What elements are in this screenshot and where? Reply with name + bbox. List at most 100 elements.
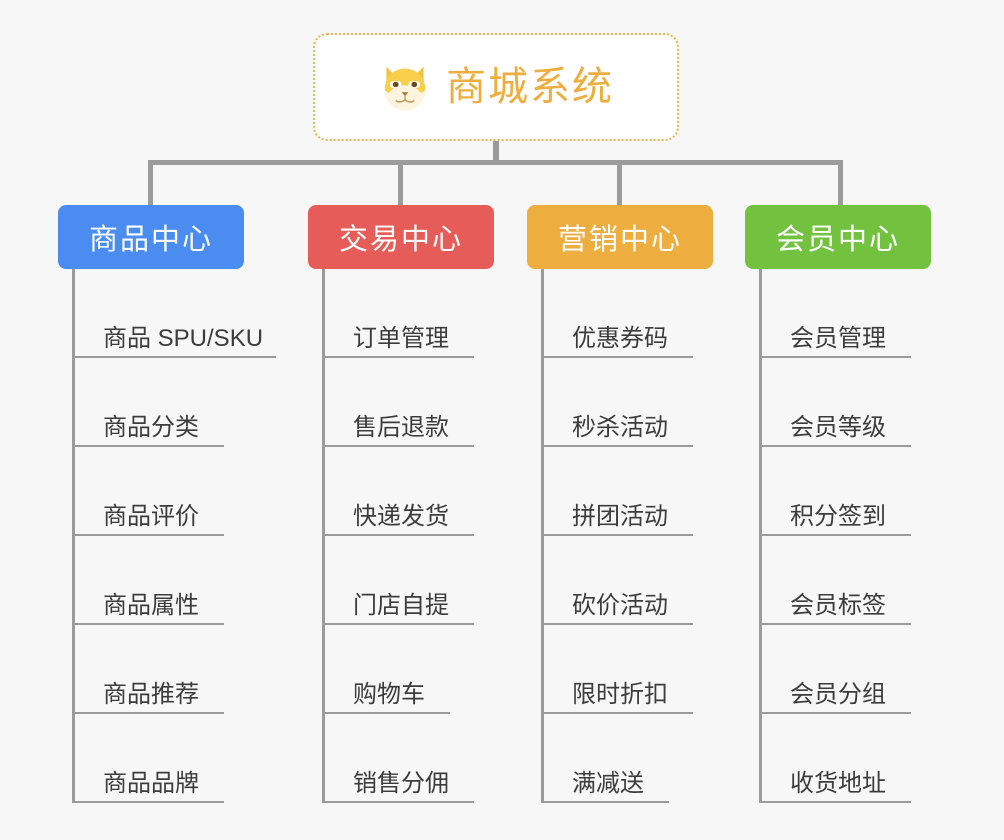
- leaf-underline: [72, 623, 224, 625]
- column-spine: [541, 269, 544, 803]
- leaf-item[interactable]: 售后退款: [308, 358, 494, 447]
- leaf-label: 会员等级: [790, 413, 886, 441]
- leaf-item[interactable]: 商品 SPU/SKU: [58, 269, 276, 358]
- leaf-item[interactable]: 限时折扣: [527, 625, 713, 714]
- root-node-mall-system[interactable]: 商城系统: [313, 33, 679, 141]
- leaf-label: 商品分类: [103, 413, 199, 441]
- leaf-label: 快递发货: [353, 502, 449, 530]
- leaf-underline: [759, 623, 911, 625]
- leaf-label: 订单管理: [353, 324, 449, 352]
- leaf-item[interactable]: 快递发货: [308, 447, 494, 536]
- leaf-underline: [759, 534, 911, 536]
- column-header-trade-center[interactable]: 交易中心: [308, 205, 494, 269]
- leaf-underline: [759, 801, 911, 803]
- connector-drop-marketing-center: [617, 160, 622, 207]
- leaf-label: 优惠券码: [572, 324, 668, 352]
- connector-root-trunk: [493, 141, 499, 165]
- leaf-item[interactable]: 订单管理: [308, 269, 494, 358]
- leaf-label: 会员管理: [790, 324, 886, 352]
- leaf-underline: [72, 356, 276, 358]
- leaf-label: 商品评价: [103, 502, 199, 530]
- column-trade-center: 交易中心 订单管理 售后退款 快递发货 门店自提 购物车: [308, 205, 494, 803]
- leaf-label: 商品属性: [103, 591, 199, 619]
- leaf-item[interactable]: 商品分类: [58, 358, 244, 447]
- column-header-label: 交易中心: [338, 224, 463, 256]
- leaf-item[interactable]: 优惠券码: [527, 269, 713, 358]
- leaf-label: 积分签到: [790, 502, 886, 530]
- leaf-label: 秒杀活动: [572, 413, 668, 441]
- column-items-product-center: 商品 SPU/SKU 商品分类 商品评价 商品属性 商品推荐 商品品牌: [58, 269, 276, 803]
- column-product-center: 商品中心 商品 SPU/SKU 商品分类 商品评价 商品属性 商品推荐: [58, 205, 276, 803]
- leaf-underline: [72, 712, 224, 714]
- leaf-item[interactable]: 门店自提: [308, 536, 494, 625]
- leaf-label: 商品 SPU/SKU: [103, 324, 264, 352]
- leaf-item[interactable]: 商品属性: [58, 536, 244, 625]
- column-spine: [759, 269, 762, 803]
- column-header-label: 营销中心: [557, 224, 682, 256]
- connector-drop-trade-center: [398, 160, 403, 207]
- column-items-marketing-center: 优惠券码 秒杀活动 拼团活动 砍价活动 限时折扣 满减送: [527, 269, 713, 803]
- leaf-underline: [541, 445, 693, 447]
- column-header-marketing-center[interactable]: 营销中心: [527, 205, 713, 269]
- leaf-item[interactable]: 购物车: [308, 625, 494, 714]
- leaf-underline: [72, 445, 224, 447]
- leaf-item[interactable]: 砍价活动: [527, 536, 713, 625]
- leaf-underline: [322, 712, 450, 714]
- leaf-underline: [541, 356, 693, 358]
- leaf-item[interactable]: 会员分组: [745, 625, 931, 714]
- leaf-label: 满减送: [572, 769, 644, 797]
- leaf-item[interactable]: 积分签到: [745, 447, 931, 536]
- leaf-label: 拼团活动: [572, 502, 668, 530]
- leaf-underline: [322, 356, 474, 358]
- column-items-member-center: 会员管理 会员等级 积分签到 会员标签 会员分组 收货地址: [745, 269, 931, 803]
- leaf-label: 商品品牌: [103, 769, 199, 797]
- leaf-item[interactable]: 拼团活动: [527, 447, 713, 536]
- leaf-underline: [322, 445, 474, 447]
- leaf-item[interactable]: 销售分佣: [308, 714, 494, 803]
- connector-drop-product-center: [148, 160, 153, 207]
- root-title: 商城系统: [446, 65, 614, 109]
- leaf-item[interactable]: 满减送: [527, 714, 713, 803]
- leaf-label: 售后退款: [353, 413, 449, 441]
- leaf-label: 会员分组: [790, 680, 886, 708]
- leaf-label: 限时折扣: [572, 680, 668, 708]
- leaf-underline: [541, 801, 669, 803]
- leaf-label: 销售分佣: [353, 769, 449, 797]
- leaf-item[interactable]: 秒杀活动: [527, 358, 713, 447]
- leaf-item[interactable]: 会员等级: [745, 358, 931, 447]
- leaf-label: 商品推荐: [103, 680, 199, 708]
- leaf-underline: [759, 356, 911, 358]
- leaf-underline: [322, 534, 474, 536]
- column-header-member-center[interactable]: 会员中心: [745, 205, 931, 269]
- leaf-underline: [541, 623, 693, 625]
- leaf-item[interactable]: 会员标签: [745, 536, 931, 625]
- connector-drop-member-center: [838, 160, 843, 207]
- leaf-item[interactable]: 商品推荐: [58, 625, 244, 714]
- column-items-trade-center: 订单管理 售后退款 快递发货 门店自提 购物车 销售分佣: [308, 269, 494, 803]
- connector-bus: [148, 160, 843, 165]
- leaf-label: 收货地址: [790, 769, 886, 797]
- column-header-label: 商品中心: [88, 224, 213, 256]
- leaf-item[interactable]: 商品评价: [58, 447, 244, 536]
- leaf-label: 会员标签: [790, 591, 886, 619]
- column-header-product-center[interactable]: 商品中心: [58, 205, 244, 269]
- leaf-underline: [759, 445, 911, 447]
- column-spine: [72, 269, 75, 803]
- column-member-center: 会员中心 会员管理 会员等级 积分签到 会员标签 会员分组: [745, 205, 931, 803]
- shiba-dog-icon: [384, 66, 426, 111]
- leaf-item[interactable]: 商品品牌: [58, 714, 244, 803]
- leaf-underline: [322, 623, 474, 625]
- leaf-label: 购物车: [353, 680, 425, 708]
- leaf-underline: [322, 801, 474, 803]
- leaf-label: 砍价活动: [572, 591, 668, 619]
- column-marketing-center: 营销中心 优惠券码 秒杀活动 拼团活动 砍价活动 限时折扣: [527, 205, 713, 803]
- leaf-underline: [72, 534, 224, 536]
- leaf-underline: [541, 534, 693, 536]
- column-spine: [322, 269, 325, 803]
- leaf-item[interactable]: 收货地址: [745, 714, 931, 803]
- leaf-item[interactable]: 会员管理: [745, 269, 931, 358]
- column-header-label: 会员中心: [775, 224, 900, 256]
- leaf-label: 门店自提: [353, 591, 449, 619]
- leaf-underline: [541, 712, 693, 714]
